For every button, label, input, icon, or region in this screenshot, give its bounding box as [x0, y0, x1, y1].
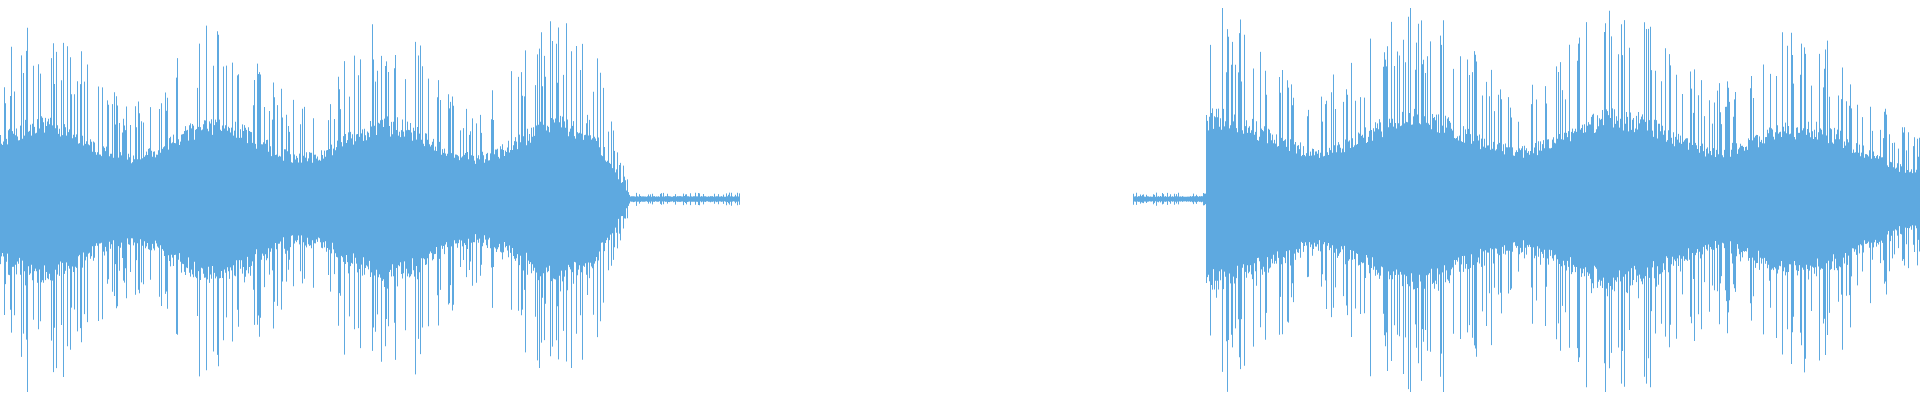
waveform-path	[0, 8, 1920, 392]
waveform-bars	[0, 8, 1920, 392]
